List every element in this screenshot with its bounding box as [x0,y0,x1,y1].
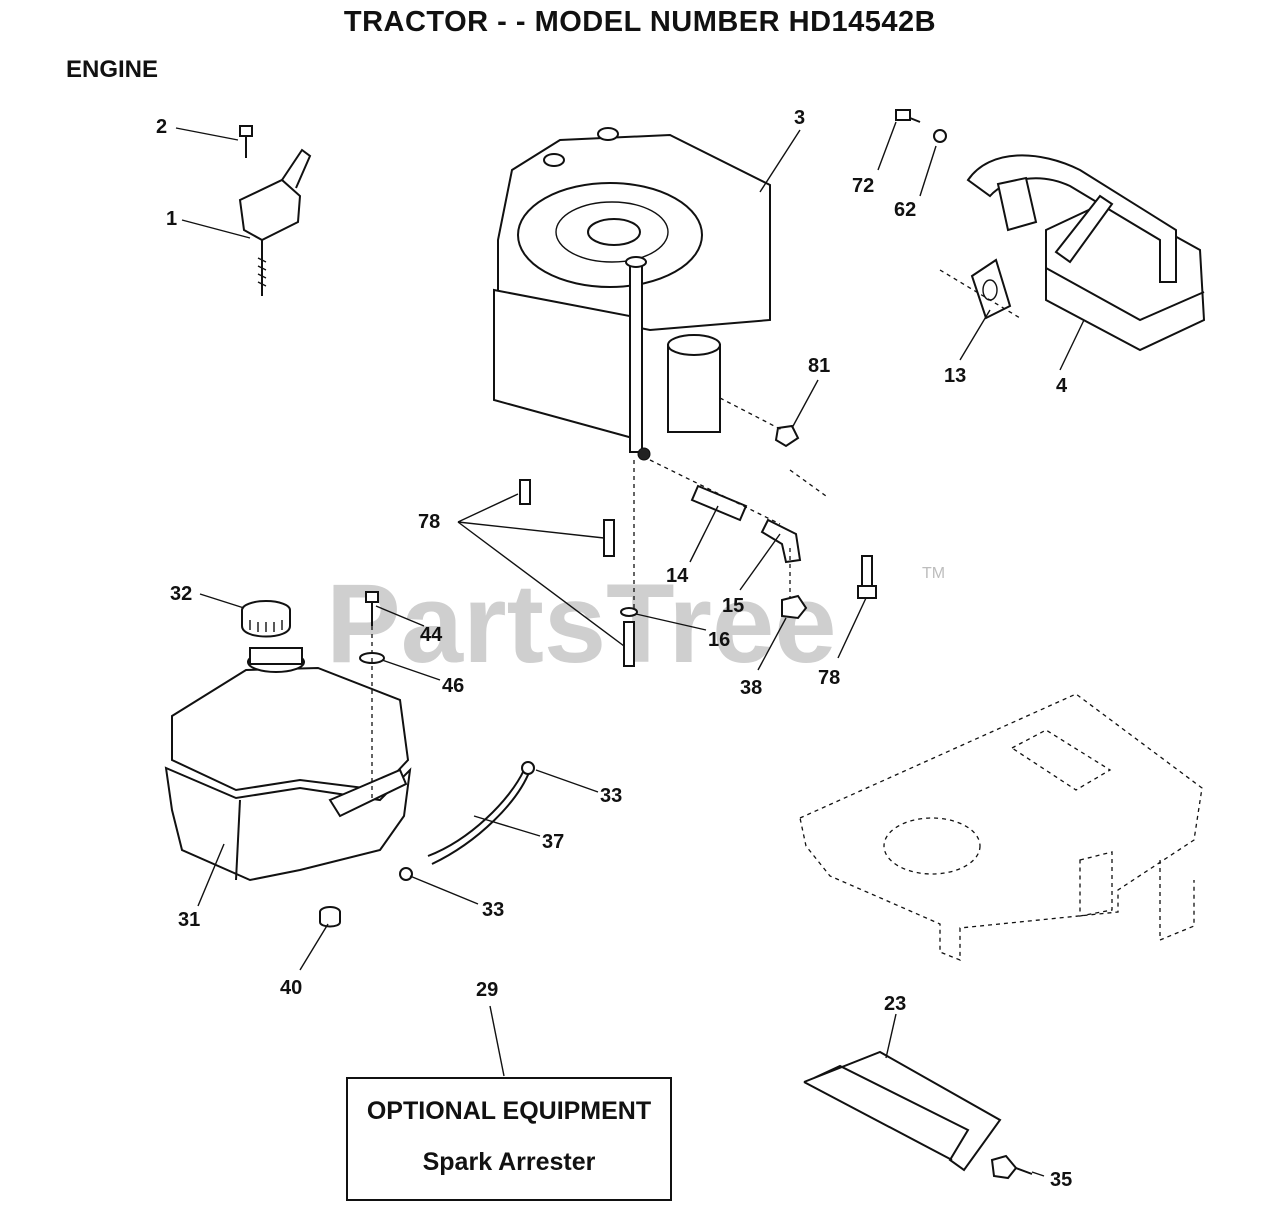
callout-15: 15 [722,595,744,617]
callout-4: 4 [1056,375,1068,397]
optional-equipment-title: OPTIONAL EQUIPMENT [366,1097,652,1125]
muffler[interactable] [895,109,1206,352]
callout-14: 14 [666,565,689,587]
callout-35: 35 [1050,1169,1072,1191]
leader-lines [175,121,1085,1177]
callout-78-right: 78 [818,667,840,689]
chassis-frame[interactable] [799,693,1203,961]
callout-33-bottom: 33 [482,899,504,921]
engine-hardware[interactable] [519,397,877,667]
fuel-line[interactable] [399,761,535,881]
fuel-tank[interactable] [164,591,412,928]
throttle-control[interactable] [238,125,312,296]
section-label: ENGINE [66,56,159,83]
engine[interactable] [493,127,771,461]
diagram-title: TRACTOR - - MODEL NUMBER HD14542B [343,6,937,38]
shield-cover[interactable] [803,1050,1033,1180]
callout-81: 81 [808,355,830,377]
watermark: PartsTree [326,561,837,686]
callout-40: 40 [280,977,302,999]
callout-2: 2 [156,116,167,138]
callout-78: 78 [418,511,440,533]
callout-44: 44 [420,624,443,646]
callout-62: 62 [894,199,916,221]
watermark-trademark: TM [922,565,945,582]
spark-arrester-label: Spark Arrester [422,1148,596,1176]
callout-33-top: 33 [600,785,622,807]
callout-32: 32 [170,583,192,605]
callout-46: 46 [442,675,464,697]
callout-72: 72 [852,175,874,197]
callout-37: 37 [542,831,564,853]
callout-31: 31 [178,909,200,931]
callout-13: 13 [944,365,966,387]
callout-3: 3 [794,107,805,129]
callout-16: 16 [708,629,730,651]
callout-38: 38 [740,677,762,699]
optional-equipment-box[interactable]: OPTIONAL EQUIPMENT Spark Arrester [346,1077,672,1201]
callout-23: 23 [884,993,906,1015]
callout-29: 29 [476,979,498,1001]
callout-1: 1 [166,208,177,230]
